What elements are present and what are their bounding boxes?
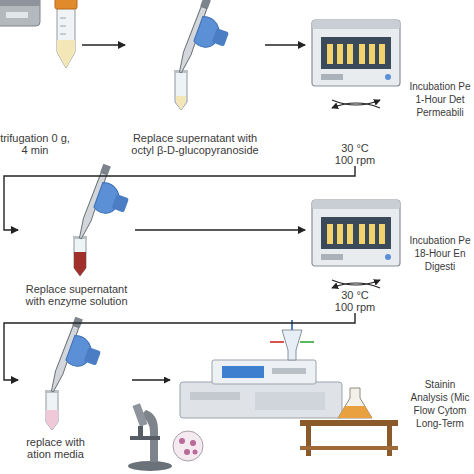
flow-cytometer	[212, 360, 316, 384]
shaking-incubator	[312, 200, 400, 288]
phase-label: Stainin Analysis (Mic Flow Cytom Long-Te…	[406, 378, 474, 430]
flow-connector	[135, 229, 305, 230]
centrifuge	[6, 12, 28, 18]
step-box: Replace supernatant with octyl β-D-gluco…	[125, 0, 265, 156]
flow-connector	[265, 44, 305, 45]
incubation-shelf	[300, 420, 398, 426]
phase-label: Incubation Pe 18-Hour En Digesti	[406, 234, 474, 273]
cell-dish	[193, 450, 198, 455]
media-liquid	[46, 410, 58, 430]
conical-tube	[60, 26, 66, 27]
flow-cytometer	[180, 320, 342, 418]
pipette-hand	[77, 164, 138, 250]
incubation-shelf	[300, 388, 398, 456]
flow-cytometer	[291, 320, 293, 330]
microscope	[138, 426, 143, 436]
flow-cytometer	[272, 368, 306, 374]
cell-dish	[173, 431, 203, 461]
flow-arrow	[132, 379, 170, 380]
step-box: trifugation 0 g, 4 min	[0, 0, 82, 156]
incubation-shelf	[338, 388, 372, 418]
pipette-hand	[49, 317, 110, 403]
flow-connector	[4, 313, 355, 380]
incubation-shelf	[306, 426, 311, 456]
flow-connector	[82, 44, 125, 45]
step-caption: trifugation 0 g, 4 min	[0, 132, 70, 156]
cell-dish	[173, 431, 203, 461]
pipette-hand	[177, 0, 238, 83]
conical-tube	[55, 0, 77, 68]
flow-cytometer	[190, 392, 240, 400]
sample-tube	[73, 236, 87, 276]
step-box: 30 °C 100 rpm	[305, 0, 405, 166]
phase-label: Incubation Pe 1-Hour Det Permeabili	[406, 80, 474, 119]
microscope	[130, 436, 160, 440]
flow-cytometer	[180, 382, 342, 418]
step-box: Replace supernatant with enzyme solution	[18, 185, 135, 307]
step-caption: 30 °C 100 rpm	[332, 142, 378, 166]
flow-connector	[4, 166, 355, 230]
conical-tube	[57, 8, 75, 68]
microscope	[132, 403, 147, 426]
cell-dish	[190, 440, 196, 446]
conical-tube	[55, 0, 77, 9]
conical-tube	[60, 18, 66, 19]
sample-tube	[174, 70, 188, 110]
cell-dish	[184, 449, 190, 455]
flow-cytometer	[300, 341, 314, 343]
incubation-shelf	[338, 406, 372, 418]
step-caption: Replace supernatant with octyl β-D-gluco…	[125, 132, 265, 156]
flow-cytometer	[270, 341, 284, 343]
enzyme-liquid	[74, 252, 86, 276]
conical-tube	[57, 40, 75, 68]
centrifuge	[0, 0, 40, 6]
conical-tube	[60, 34, 66, 35]
step-caption: 30 °C 100 rpm	[332, 289, 378, 313]
shaking-incubator	[312, 20, 400, 108]
flow-cytometer	[222, 366, 264, 378]
step-caption: replace with ation media	[18, 436, 93, 460]
step-box: replace with ation media	[18, 335, 128, 460]
microscope	[128, 403, 172, 471]
cell-dish	[179, 438, 185, 444]
centrifuge	[0, 0, 40, 26]
step-caption: Replace supernatant with enzyme solution	[18, 283, 135, 307]
sample-tube	[45, 390, 59, 430]
incubation-shelf	[387, 426, 392, 456]
centrifuge	[0, 0, 40, 26]
flow-cytometer	[282, 330, 302, 360]
flow-cytometer	[255, 392, 325, 410]
tube-liquid	[176, 96, 186, 110]
microscope	[128, 461, 172, 471]
step-box: 30 °C 100 rpm	[305, 185, 405, 313]
incubation-shelf	[300, 446, 398, 450]
